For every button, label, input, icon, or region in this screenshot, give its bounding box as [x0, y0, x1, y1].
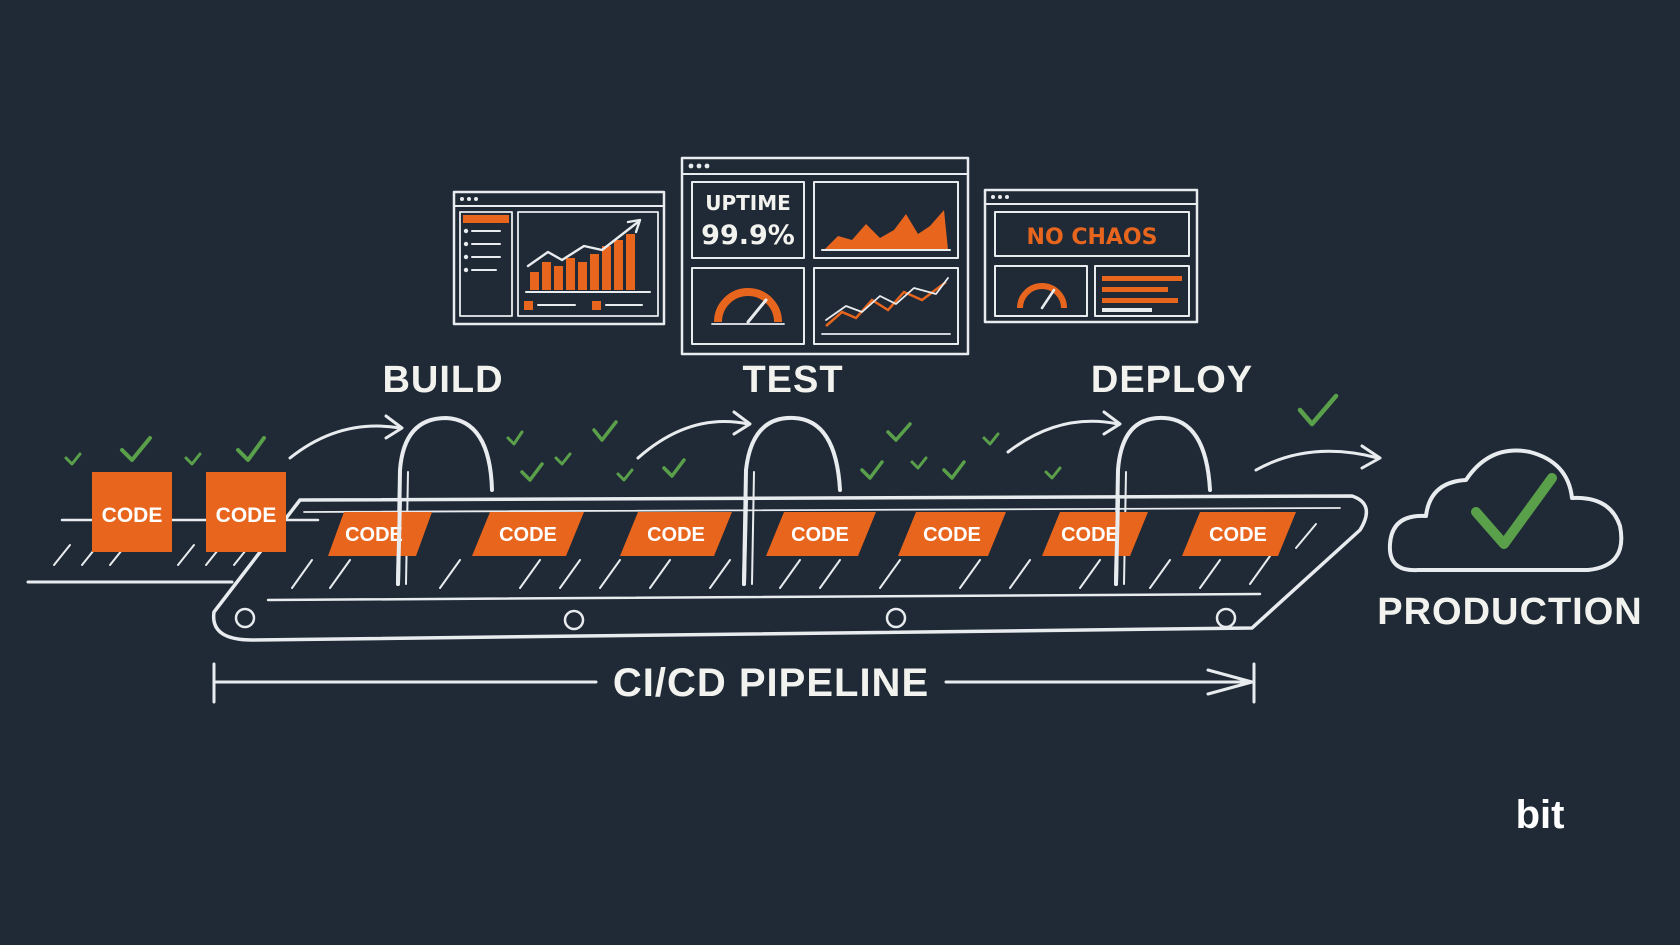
gate-posts-front — [396, 498, 1120, 586]
code-block: CODE — [1042, 512, 1148, 556]
arrow-icon — [636, 410, 752, 460]
progress-bars-icon — [1102, 276, 1182, 312]
check-icon — [236, 436, 266, 462]
checkmarks — [64, 393, 1339, 482]
production-label: PRODUCTION — [1377, 591, 1642, 633]
code-block-label: CODE — [345, 524, 403, 546]
stage-label-deploy: DEPLOY — [1091, 359, 1253, 401]
check-icon — [982, 432, 1000, 446]
check-icon — [910, 456, 928, 470]
status-text: NO CHAOS — [1027, 225, 1158, 250]
dashboard-monitor-right: NO CHAOS — [983, 188, 1199, 324]
check-icon — [860, 460, 884, 480]
code-block: CODE — [898, 512, 1006, 556]
check-icon — [184, 452, 202, 466]
check-icon — [616, 468, 634, 482]
check-icon — [64, 452, 82, 466]
belt-slats — [291, 523, 1317, 589]
build-gate — [396, 416, 494, 586]
check-icon — [886, 422, 912, 442]
code-block: CODE — [328, 512, 432, 556]
code-block-label: CODE — [1209, 524, 1267, 546]
uptime-label: UPTIME — [705, 191, 791, 215]
stage-label-test: TEST — [742, 359, 843, 401]
code-block-label: CODE — [791, 524, 849, 546]
check-icon — [554, 452, 572, 466]
arrow-icon — [288, 414, 404, 460]
code-block-label: CODE — [923, 524, 981, 546]
arrow-icon — [1006, 410, 1122, 454]
check-icon — [1297, 393, 1339, 427]
bar-chart-icon — [524, 218, 651, 310]
mini-gauge-icon — [1017, 283, 1067, 310]
stage-gates — [396, 415, 1212, 586]
gauge-icon — [711, 288, 785, 325]
code-block: CODE — [92, 472, 172, 552]
code-block: CODE — [766, 512, 876, 556]
code-block: CODE — [472, 512, 584, 556]
code-block-label: CODE — [499, 524, 557, 546]
area-chart-icon — [821, 210, 951, 251]
conveyor-belt — [211, 494, 1369, 642]
check-icon — [592, 420, 618, 442]
code-blocks: CODE CODE CODE CODE CODE CODE CODE CODE — [92, 472, 1296, 556]
pipeline-span-line — [212, 662, 1256, 704]
code-block-label: CODE — [647, 524, 705, 546]
code-block: CODE — [1182, 512, 1296, 556]
deploy-gate — [1114, 415, 1212, 586]
check-icon — [662, 458, 686, 478]
sidebar-menu-lines — [463, 228, 501, 273]
stage-label-build: BUILD — [382, 359, 503, 401]
flow-arrows — [288, 410, 1382, 472]
pipeline-label: CI/CD PIPELINE — [613, 661, 929, 705]
check-icon — [942, 460, 966, 480]
code-block-label: CODE — [102, 504, 163, 527]
code-block-label: CODE — [216, 504, 277, 527]
check-icon — [520, 462, 544, 482]
roller-icons — [234, 607, 1237, 631]
production-cloud-icon — [1387, 448, 1624, 573]
test-gate — [742, 415, 842, 586]
line-chart-icon — [821, 277, 951, 335]
code-block: CODE — [620, 512, 732, 556]
code-block-label: CODE — [1061, 524, 1119, 546]
check-icon — [1471, 473, 1557, 549]
bit-logo: bit — [1516, 793, 1565, 837]
uptime-value: 99.9% — [701, 220, 795, 251]
code-block: CODE — [206, 472, 286, 552]
check-icon — [120, 436, 152, 462]
check-icon — [1044, 466, 1062, 480]
arrow-icon — [1254, 444, 1382, 472]
check-icon — [506, 430, 524, 446]
dashboard-monitor-center: UPTIME 99.9% — [680, 156, 970, 356]
dashboard-monitor-left — [452, 190, 666, 326]
